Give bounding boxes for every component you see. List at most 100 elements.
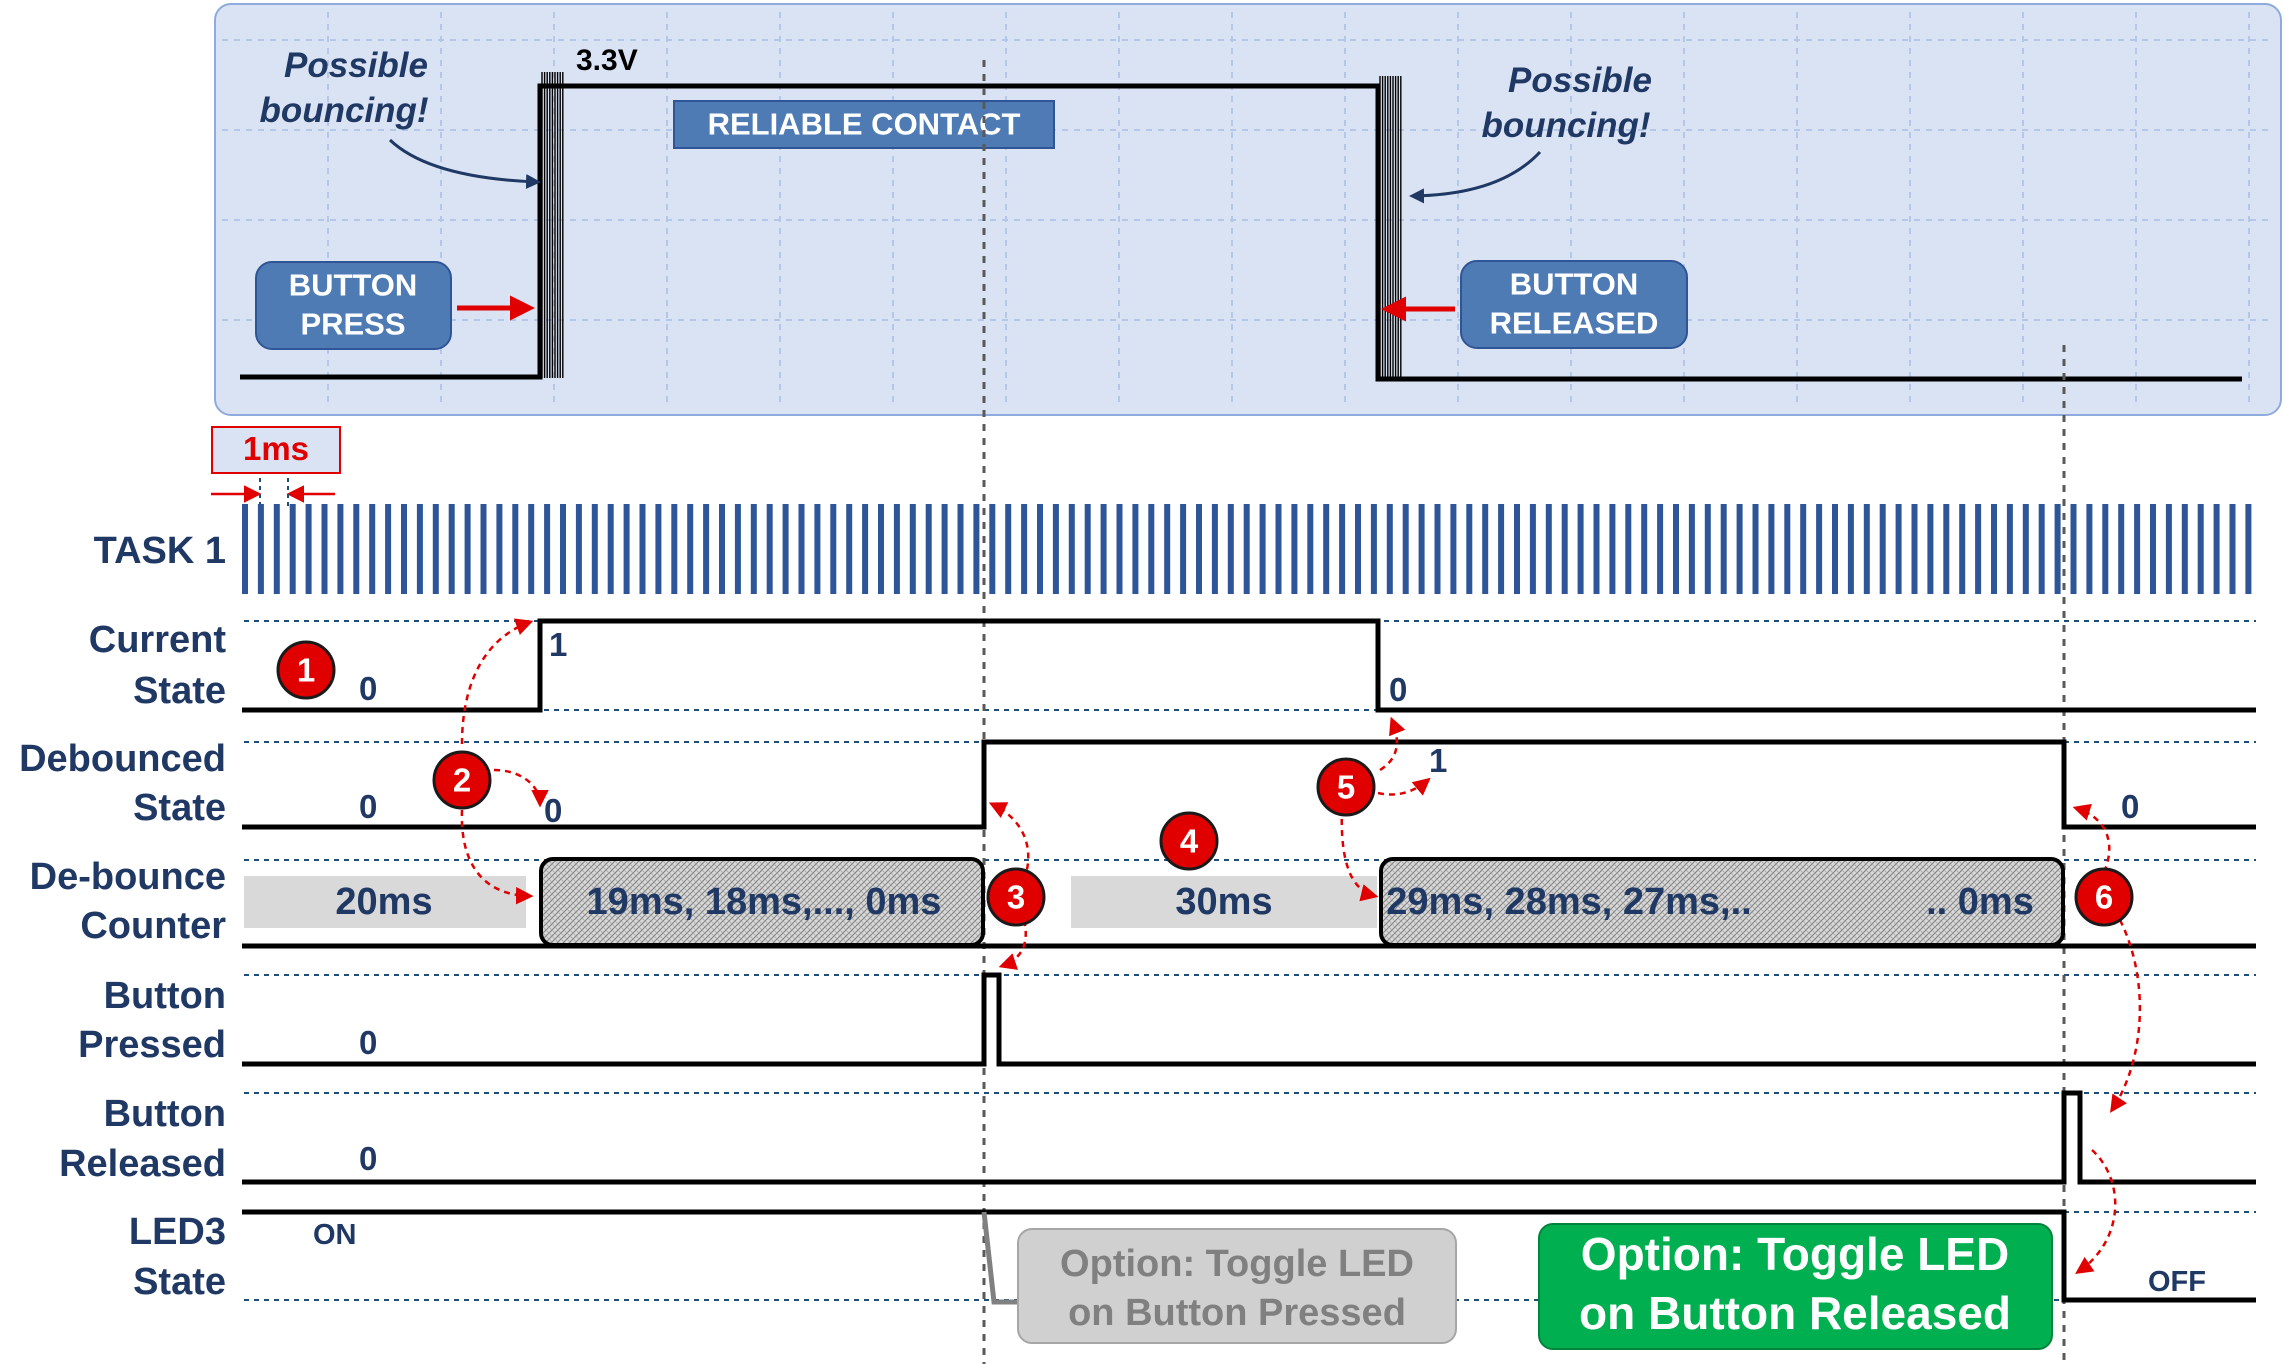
task-tick-bar xyxy=(798,504,805,594)
task-tick-bar xyxy=(623,504,630,594)
voltage-label: 3.3V xyxy=(576,44,638,77)
task-tick-bar xyxy=(1704,504,1711,594)
task-tick-bar xyxy=(1005,504,1012,594)
task-tick-bar xyxy=(496,504,503,594)
task-tick-bar xyxy=(1386,504,1393,594)
task-tick-bar xyxy=(687,504,694,594)
button-released-label-line1: Button xyxy=(104,1093,226,1135)
task-tick-bar xyxy=(639,504,646,594)
row-reference-lines xyxy=(244,620,2256,1301)
task-tick-bar xyxy=(2245,504,2252,594)
button-pressed-value: 0 xyxy=(359,1024,377,1061)
task-tick-bar xyxy=(1466,504,1473,594)
task-tick-bar xyxy=(1355,504,1361,594)
task-tick-bar xyxy=(289,504,296,594)
tick-period-marker: 1ms xyxy=(211,426,341,508)
reliable-contact-label: RELIABLE CONTACT xyxy=(708,107,1021,142)
step-bubble-2: 2 xyxy=(432,750,492,810)
task-tick-bar xyxy=(830,504,837,594)
current-state-value-initial: 0 xyxy=(359,670,377,707)
task-tick-bar xyxy=(1450,504,1457,594)
task-tick-bar xyxy=(973,504,980,594)
raw-button-signal xyxy=(240,83,2242,382)
debounced-state-value-high: 1 xyxy=(1429,742,1447,779)
task-tick-bar xyxy=(1323,504,1330,594)
step-bubble-5: 5 xyxy=(1316,757,1376,817)
counter-idle-30ms-text: 30ms xyxy=(1175,881,1272,923)
task-tick-bar xyxy=(1068,504,1075,594)
task-tick-bar xyxy=(1720,504,1727,594)
task-tick-bar xyxy=(1196,504,1202,594)
task-tick-bar xyxy=(257,504,264,594)
task-tick-bar xyxy=(1132,504,1139,594)
task-tick-bar xyxy=(385,504,392,594)
button-pressed-label-line2: Pressed xyxy=(78,1024,226,1066)
led3-label-line1: LED3 xyxy=(129,1211,226,1253)
task-tick-bar xyxy=(878,504,884,594)
svg-text:5: 5 xyxy=(1337,769,1355,806)
task-row-label: TASK 1 xyxy=(94,530,226,572)
button-released-line1: BUTTON xyxy=(1510,267,1639,302)
task-tick-bar xyxy=(1752,504,1759,594)
debounce-counter-label-line1: De-bounce xyxy=(30,856,226,898)
task-tick-bar xyxy=(512,504,519,594)
task-tick-bar xyxy=(2197,504,2204,594)
task-tick-bar xyxy=(2165,504,2172,594)
task-tick-bar xyxy=(2038,504,2045,594)
task-tick-bar xyxy=(416,504,423,594)
panel-grid xyxy=(222,12,2274,408)
task-tick-bar xyxy=(1800,504,1807,594)
step-bubble-3: 3 xyxy=(986,867,1046,927)
task-tick-bar xyxy=(2213,504,2220,594)
toggle-released-note xyxy=(1538,1223,2053,1350)
debounced-state-value-final: 0 xyxy=(2121,788,2139,825)
task-tick-bar xyxy=(1307,504,1314,594)
bounce-arrow-right xyxy=(1409,150,1542,204)
task-tick-bar xyxy=(814,504,821,594)
counter-idle-20ms-text: 20ms xyxy=(335,881,432,923)
task-tick-bar xyxy=(273,504,280,594)
task-tick-bar xyxy=(321,504,328,594)
task-tick-bar xyxy=(1641,504,1648,594)
counter-countdown-1 xyxy=(539,857,985,947)
counter-idle-30ms xyxy=(1071,876,1377,928)
current-state-value-high: 1 xyxy=(549,626,567,663)
bounce-note-left-line2: bouncing! xyxy=(259,91,428,130)
button-pressed-label-line1: Button xyxy=(104,975,226,1017)
task-tick-bar xyxy=(575,504,582,594)
task-tick-bar xyxy=(1498,504,1505,594)
task-tick-bar xyxy=(734,504,741,594)
task-tick-bar xyxy=(671,504,678,594)
led3-value-on: ON xyxy=(313,1219,357,1251)
task-tick-bar xyxy=(1657,504,1664,594)
task-tick-bar xyxy=(480,504,487,594)
task-tick-bar xyxy=(719,504,725,594)
task-tick-bar xyxy=(1339,504,1346,594)
task-tick-bar xyxy=(1482,504,1489,594)
task-tick-bar xyxy=(1768,504,1775,594)
task-tick-bar xyxy=(242,504,248,594)
bounce-lines-falling xyxy=(1379,76,1402,378)
step-bubble-4: 4 xyxy=(1159,811,1219,871)
debounced-state-value-mid: 0 xyxy=(544,792,562,829)
task-tick-bar xyxy=(2102,504,2109,594)
task-tick-bar xyxy=(1561,504,1568,594)
task-tick-bar xyxy=(528,504,535,594)
flow-arrows xyxy=(460,618,2142,1274)
task-tick-bar xyxy=(2070,504,2077,594)
svg-text:6: 6 xyxy=(2095,879,2113,916)
toggle-pressed-note-line2: on Button Pressed xyxy=(1068,1292,1406,1334)
bounce-panel: 3.3V RELIABLE CONTACT Possible bouncing!… xyxy=(214,3,2282,416)
task-tick-bar xyxy=(1911,504,1918,594)
task-tick-bar xyxy=(1227,504,1234,594)
task-tick-bar xyxy=(2118,504,2125,594)
task-tick-bar xyxy=(1895,504,1902,594)
svg-text:1: 1 xyxy=(297,652,315,689)
bounce-lines-rising xyxy=(541,72,564,378)
led3-value-off: OFF xyxy=(2148,1266,2206,1298)
button-press-line1: BUTTON xyxy=(289,268,418,303)
task-tick-bar xyxy=(337,504,344,594)
bounce-note-right-line1: Possible xyxy=(1508,61,1652,100)
task-tick-bar xyxy=(1863,504,1870,594)
